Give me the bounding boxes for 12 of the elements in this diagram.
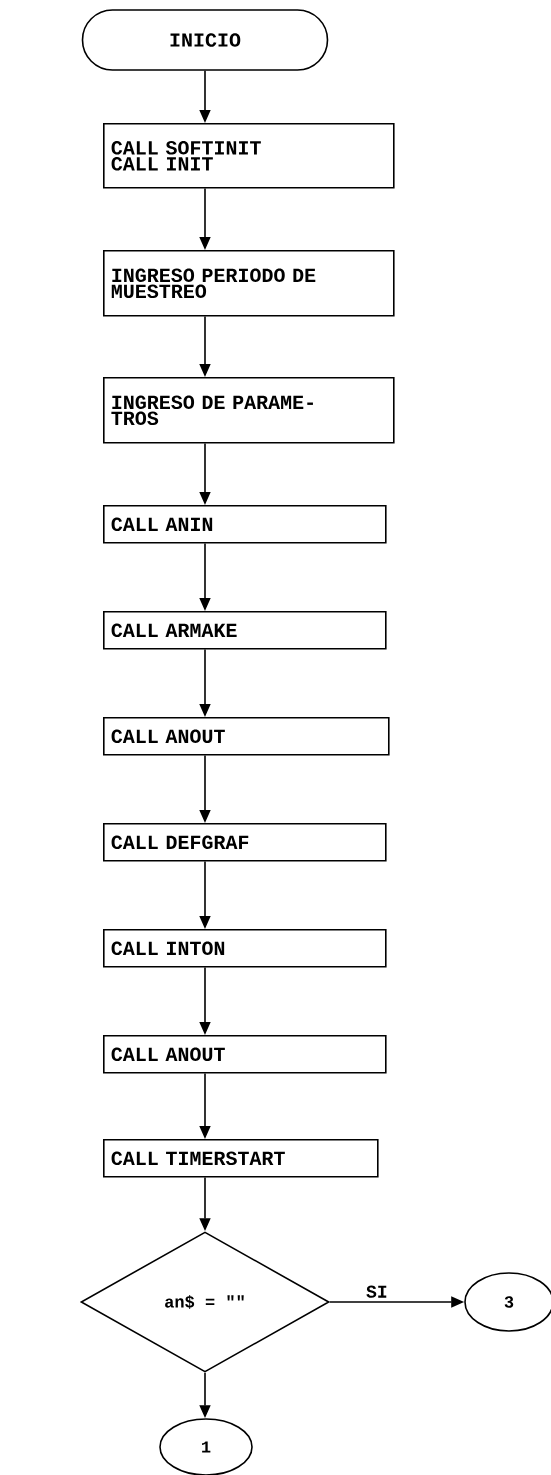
process-box: INGRESO DE PARAME- TROS: [103, 377, 395, 444]
start-terminal: INICIO: [81, 9, 329, 71]
process-box: CALL ARMAKE: [103, 611, 387, 650]
process-box: CALL INTON: [103, 929, 387, 968]
process-box: CALL ANOUT: [103, 717, 390, 756]
process-box: CALL SOFTINIT CALL INIT: [103, 123, 395, 189]
process-box: CALL TIMERSTART: [103, 1139, 379, 1178]
process-box: CALL ANIN: [103, 505, 387, 544]
process-box: INGRESO PERIODO DE MUESTREO: [103, 250, 395, 317]
edge-label: SI: [365, 1284, 389, 1299]
process-box: CALL ANOUT: [103, 1035, 387, 1074]
process-box: CALL DEFGRAF: [103, 823, 387, 862]
